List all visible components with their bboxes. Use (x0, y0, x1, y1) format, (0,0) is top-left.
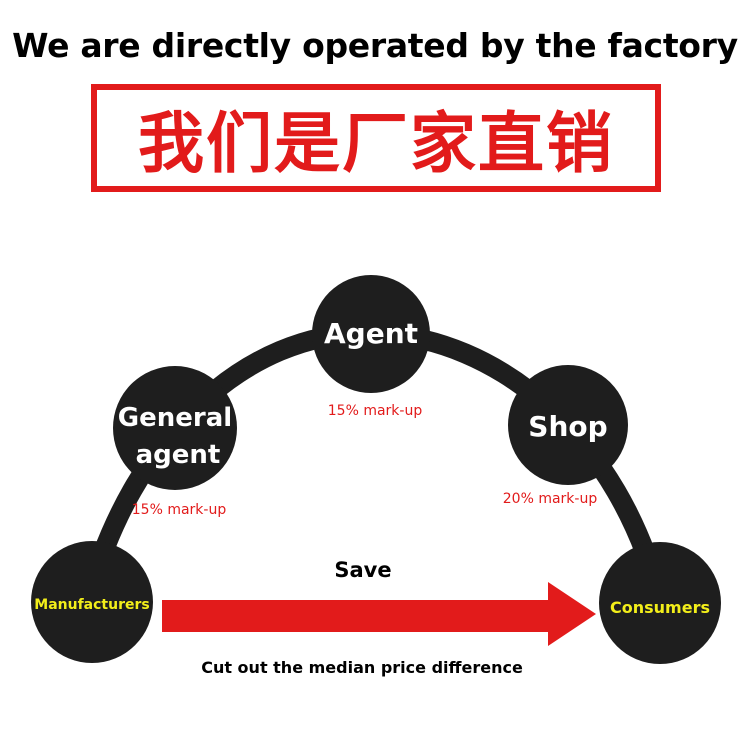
factory-direct-banner: 我们是厂家直销 (91, 84, 661, 192)
node-manufacturers: Manufacturers (31, 541, 153, 663)
node-shop: Shop (508, 365, 628, 485)
banner-text: 我们是厂家直销 (138, 105, 614, 182)
node-agent: Agent (312, 275, 430, 393)
save-label: Save (334, 558, 391, 582)
shop-label: Shop (528, 410, 607, 443)
node-general-agent: General agent (113, 366, 237, 490)
arrow-caption: Cut out the median price difference (201, 658, 523, 677)
consumers-label: Consumers (610, 598, 710, 617)
agent-markup: 15% mark-up (328, 403, 423, 419)
shop-markup: 20% mark-up (503, 491, 598, 507)
general-agent-markup: 15% mark-up (132, 502, 227, 518)
agent-label: Agent (324, 317, 418, 350)
headline: We are directly operated by the factory (12, 26, 738, 65)
general-agent-label-line2: agent (136, 440, 221, 470)
save-arrow (162, 582, 596, 646)
node-consumers: Consumers (599, 542, 721, 664)
general-agent-label-line1: General (118, 403, 232, 433)
manufacturers-label: Manufacturers (34, 597, 149, 613)
